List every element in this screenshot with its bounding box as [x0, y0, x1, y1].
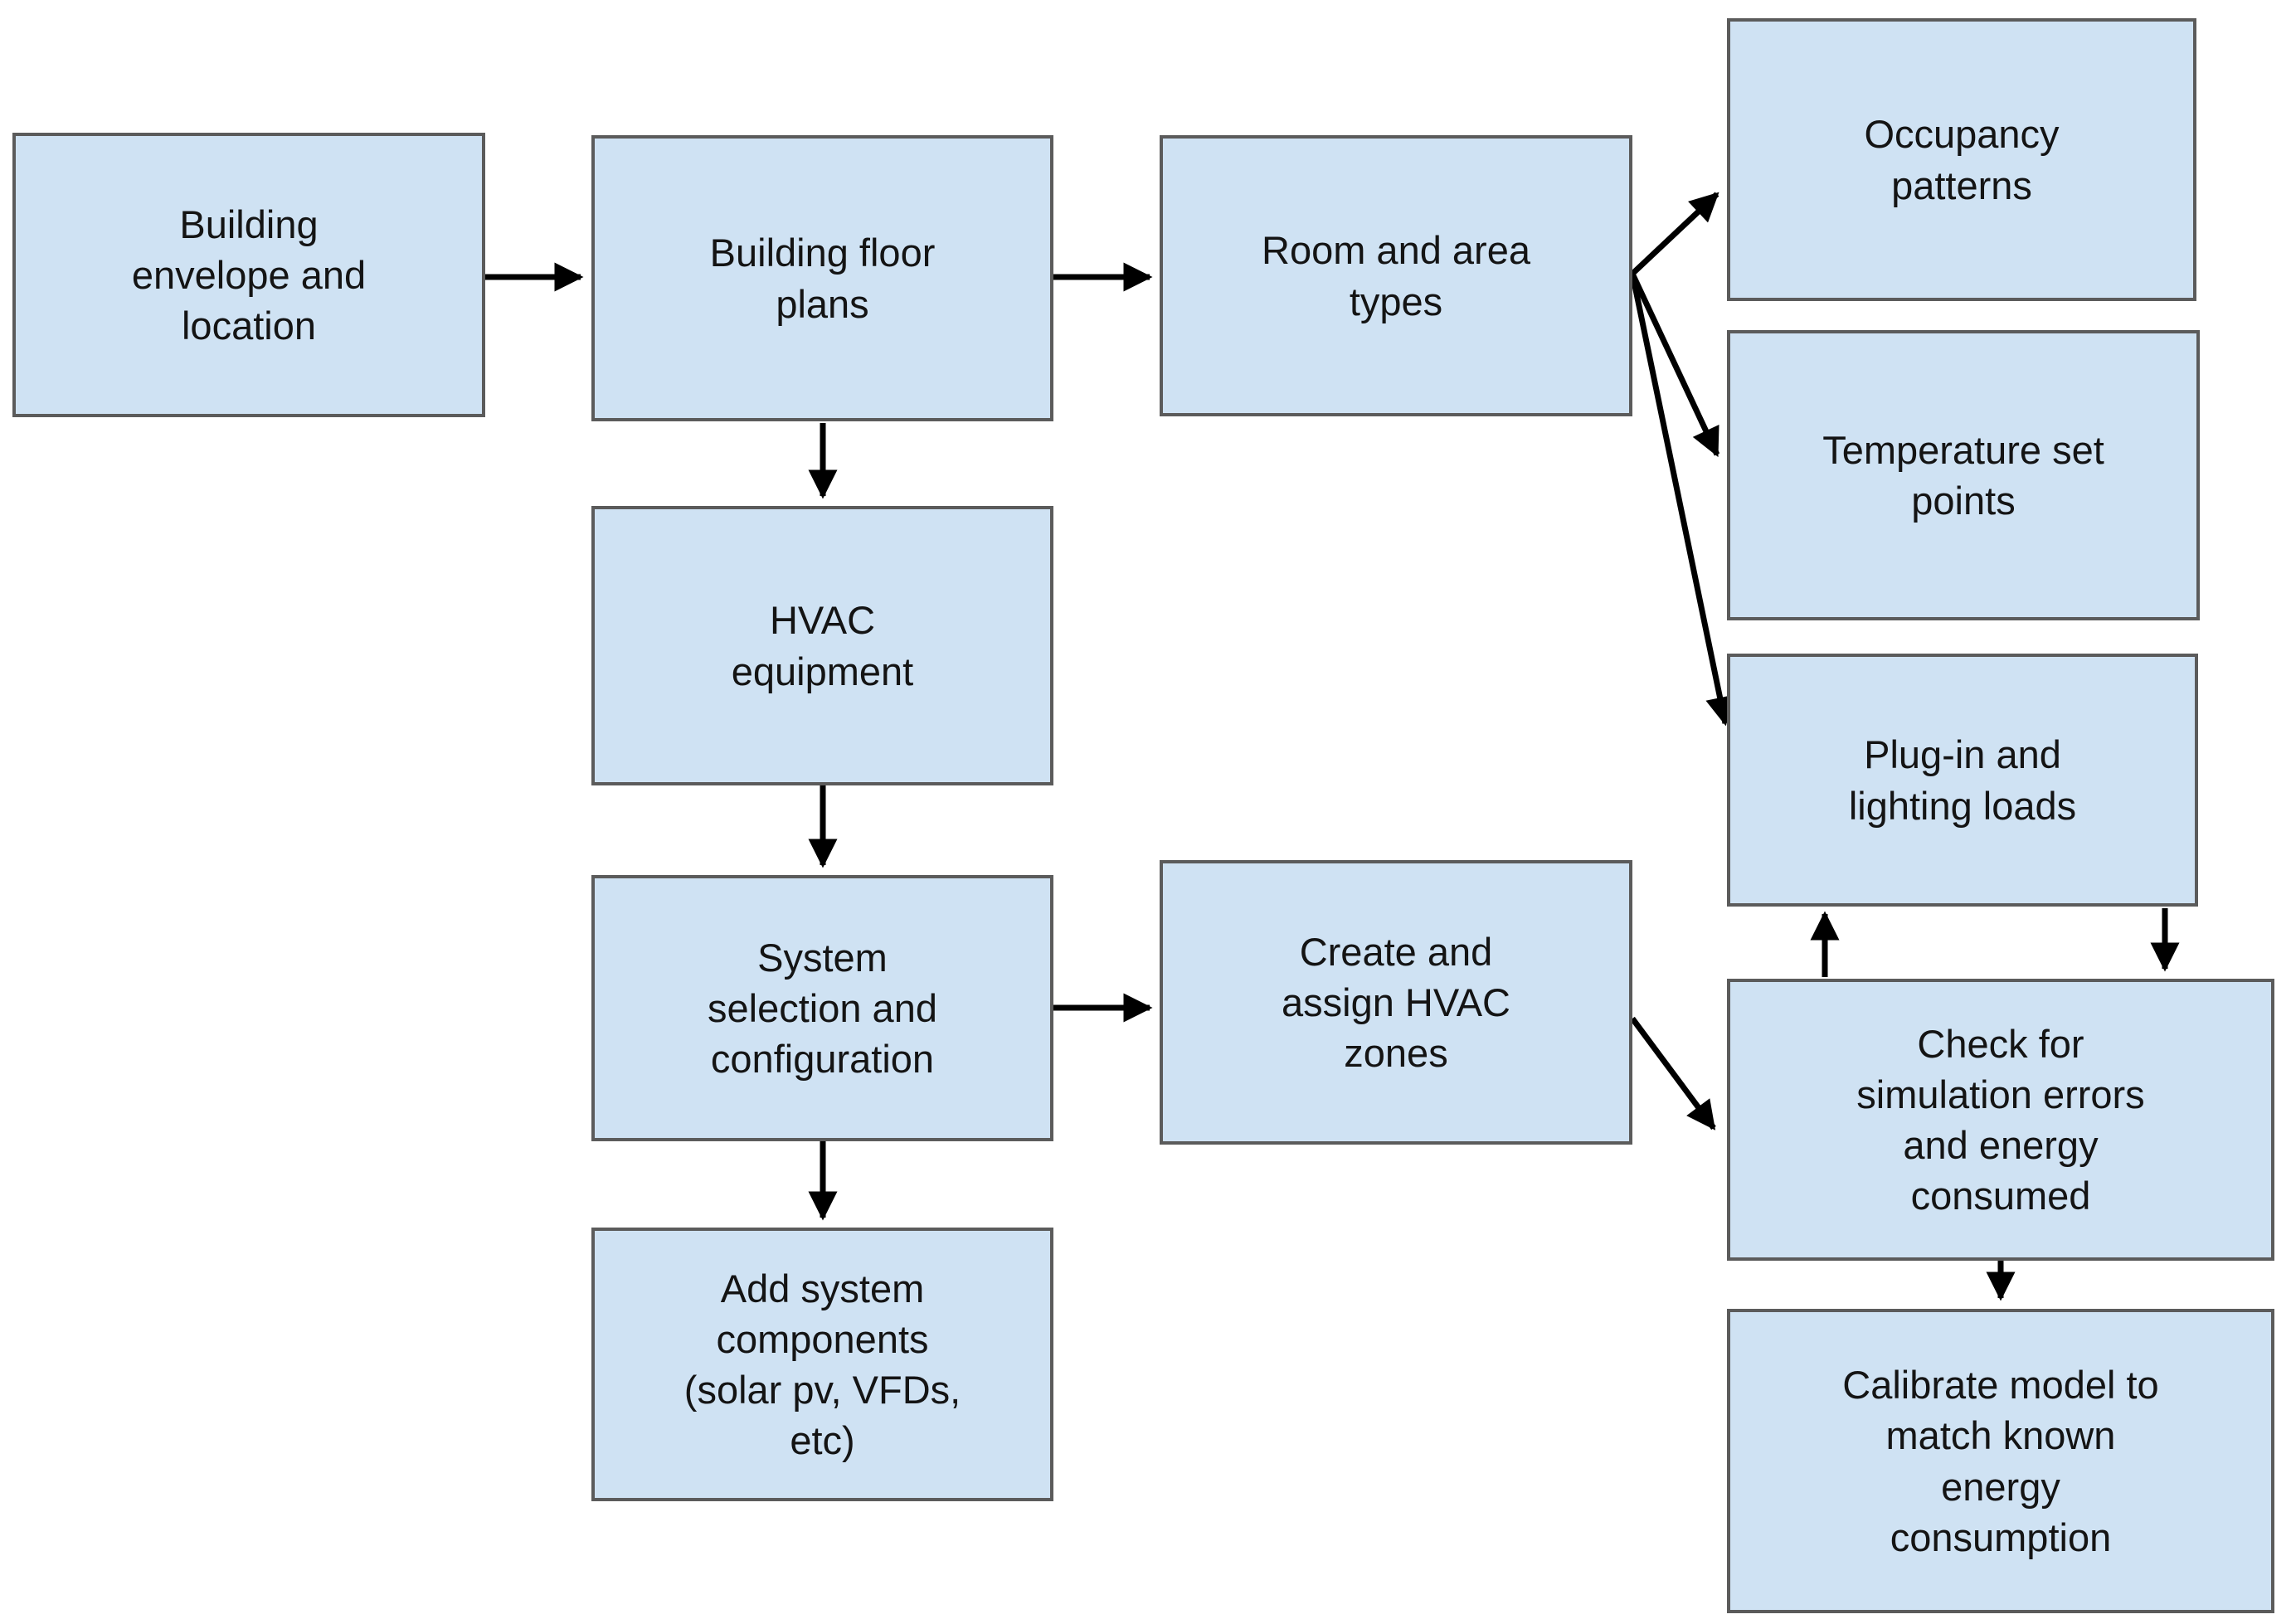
node-create-and-assign-hvac-zones: Create and assign HVAC zones	[1160, 860, 1632, 1145]
node-system-selection-and-configuration: System selection and configuration	[591, 875, 1053, 1141]
edge-create-hvac-zones-to-check-simulation	[1630, 1016, 1716, 1130]
node-calibrate-model-label: Calibrate model to match known energy co…	[1842, 1363, 2159, 1559]
node-building-floor-plans-label: Building floor plans	[709, 231, 936, 326]
node-check-for-simulation-errors: Check for simulation errors and energy c…	[1727, 979, 2274, 1261]
edge-room-and-area-types-to-temperature-set-points	[1629, 272, 1720, 458]
node-hvac-equipment-label: HVAC equipment	[731, 598, 914, 693]
node-check-for-simulation-errors-label: Check for simulation errors and energy c…	[1856, 1021, 2145, 1218]
node-hvac-equipment: HVAC equipment	[591, 506, 1053, 785]
edge-room-and-area-types-to-occupancy-patterns	[1630, 192, 1719, 276]
node-building-envelope-label: Building envelope and location	[131, 202, 367, 348]
node-add-system-components-label: Add system components (solar pv, VFDs, e…	[683, 1266, 961, 1463]
node-plug-in-and-lighting-loads: Plug-in and lighting loads	[1727, 654, 2198, 907]
node-occupancy-patterns: Occupancy patterns	[1727, 18, 2196, 301]
edge-room-and-area-types-to-plug-in-and-lighting-loads	[1629, 273, 1734, 727]
node-temperature-set-points-label: Temperature set points	[1822, 427, 2104, 523]
node-temperature-set-points: Temperature set points	[1727, 330, 2200, 620]
node-room-and-area-types: Room and area types	[1160, 135, 1632, 416]
node-plug-in-and-lighting-loads-label: Plug-in and lighting loads	[1848, 732, 2077, 828]
node-add-system-components: Add system components (solar pv, VFDs, e…	[591, 1228, 1053, 1501]
node-create-and-assign-hvac-zones-label: Create and assign HVAC zones	[1281, 929, 1510, 1076]
node-occupancy-patterns-label: Occupancy patterns	[1864, 112, 2060, 207]
node-building-floor-plans: Building floor plans	[591, 135, 1053, 421]
node-building-envelope: Building envelope and location	[12, 133, 485, 417]
node-system-selection-and-configuration-label: System selection and configuration	[708, 935, 937, 1082]
node-calibrate-model: Calibrate model to match known energy co…	[1727, 1309, 2274, 1613]
node-room-and-area-types-label: Room and area types	[1262, 228, 1530, 323]
